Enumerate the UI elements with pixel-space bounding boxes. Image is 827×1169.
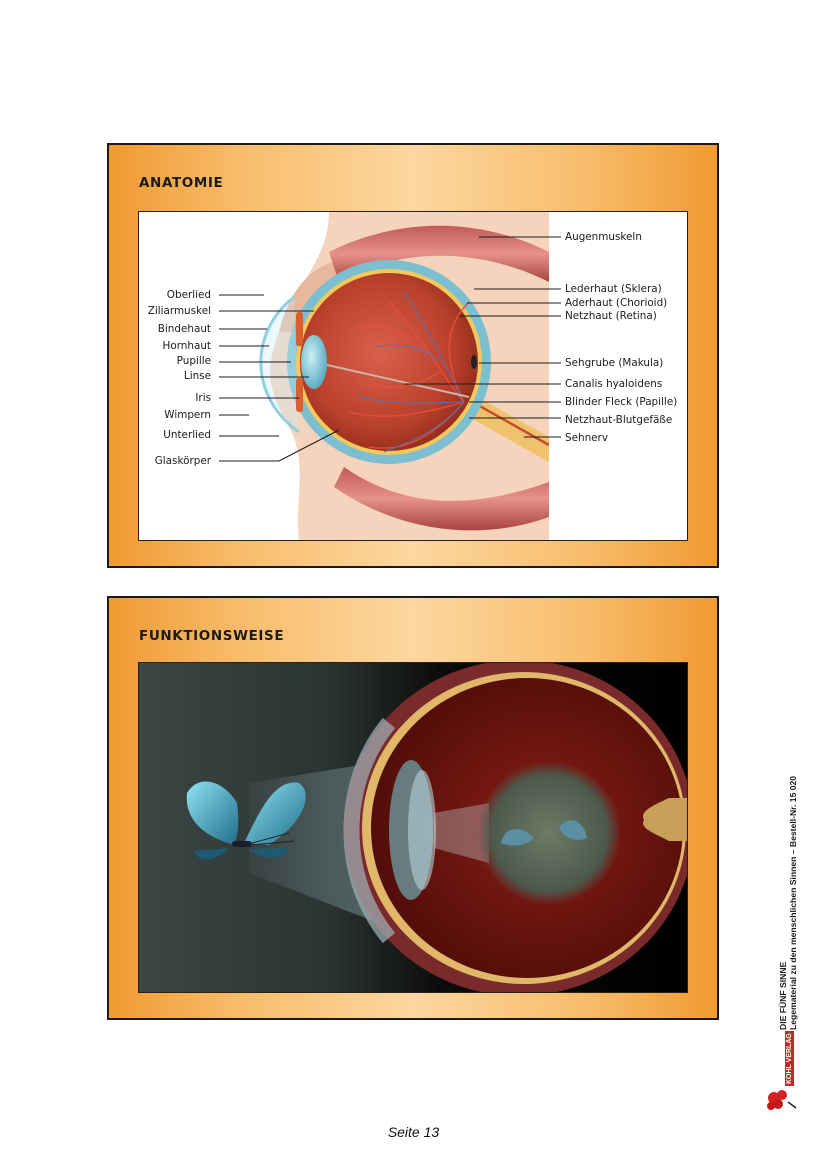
label-netzhaut: Netzhaut (Retina)	[565, 310, 657, 322]
card-title: FUNKTIONSWEISE	[139, 628, 285, 644]
label-lederhaut: Lederhaut (Sklera)	[565, 283, 662, 295]
label-aderhaut: Aderhaut (Chorioid)	[565, 297, 668, 309]
logo-text: KOHL VERLAG	[785, 1031, 794, 1086]
anatomy-diagram: Oberlied Ziliarmuskel Bindehaut Hornhaut…	[138, 211, 688, 541]
label-canalis: Canalis hyaloidens	[565, 378, 663, 390]
sidebar-line1: DIE FÜNF SINNE	[778, 961, 788, 1030]
label-sehnerv: Sehnerv	[565, 432, 608, 444]
label-bindehaut: Bindehaut	[157, 323, 211, 335]
page-number: Seite 13	[387, 1124, 440, 1140]
function-illustration	[138, 662, 688, 993]
label-iris: Iris	[195, 392, 211, 404]
label-augenmuskeln: Augenmuskeln	[565, 231, 642, 243]
eye-butterfly-illustration	[139, 663, 687, 992]
sidebar-text: DIE FÜNF SINNE Legematerial zu den mensc…	[778, 776, 798, 1030]
label-unterlied: Unterlied	[163, 429, 211, 441]
function-card: FUNKTIONSWEISE	[107, 596, 719, 1020]
anatomy-card: ANATOMIE	[107, 143, 719, 568]
label-hornhaut: Hornhaut	[162, 340, 211, 352]
kohl-verlag-logo-icon	[767, 1090, 797, 1110]
label-wimpern: Wimpern	[164, 409, 211, 421]
card-title: ANATOMIE	[139, 175, 224, 191]
label-blutgefaesse: Netzhaut-Blutgefäße	[565, 414, 673, 426]
label-ziliarmuskel: Ziliarmuskel	[147, 305, 211, 317]
label-glaskoerper: Glaskörper	[154, 455, 211, 467]
sidebar-line2: Legematerial zu den menschlichen Sinnen …	[788, 775, 798, 1030]
label-sehgrube: Sehgrube (Makula)	[565, 357, 664, 369]
label-pupille: Pupille	[176, 355, 211, 367]
label-blinder-fleck: Blinder Fleck (Papille)	[565, 396, 678, 408]
label-oberlied: Oberlied	[166, 289, 211, 301]
eye-cross-section	[219, 212, 687, 540]
label-linse: Linse	[183, 370, 211, 382]
